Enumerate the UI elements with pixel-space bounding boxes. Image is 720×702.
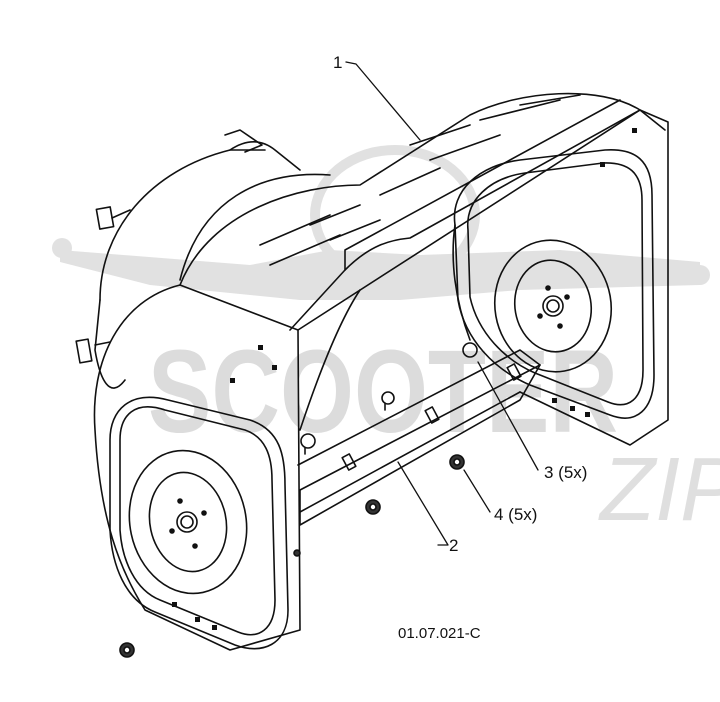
housing-inner-curve	[299, 289, 361, 431]
callout-3: 3 (5x)	[544, 463, 587, 482]
housing-inner-curve-right	[452, 224, 471, 341]
blower-cylinder	[75, 129, 331, 389]
top-shroud	[179, 92, 666, 331]
carriage-bolts	[300, 342, 478, 455]
watermark-sub: ZIP	[598, 440, 720, 540]
flange-nuts	[119, 454, 465, 658]
cross-brace	[297, 349, 541, 526]
right-side-plate	[297, 109, 669, 446]
watermark: SCOOTER ZIP	[52, 145, 720, 540]
callout-4: 4 (5x)	[494, 505, 537, 524]
callout-2: 2	[449, 536, 458, 555]
left-side-plate	[93, 284, 301, 651]
leader-lines	[345, 61, 539, 546]
drawing-code: 01.07.021-C	[398, 625, 481, 642]
callout-1: 1	[333, 53, 342, 72]
housing-drawing	[75, 61, 669, 658]
